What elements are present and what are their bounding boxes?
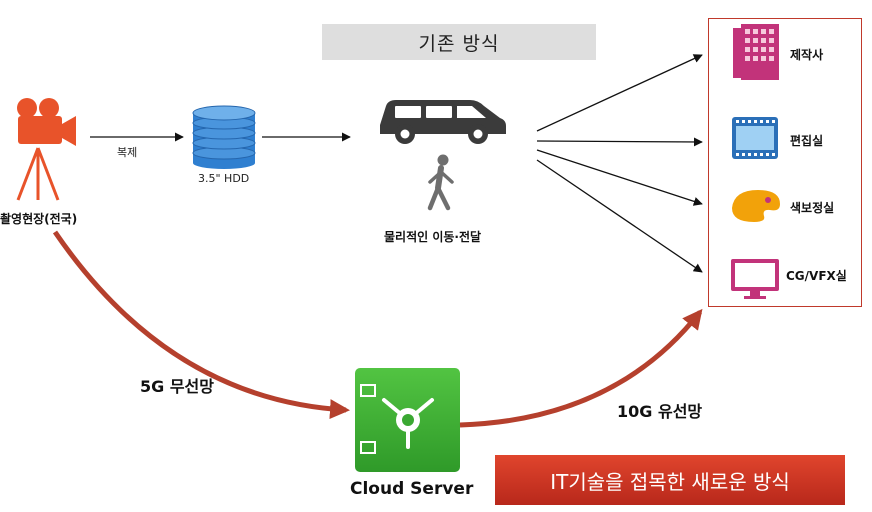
arrow-5g-wireless: [52, 230, 350, 420]
monitor-icon: [731, 259, 779, 299]
cloud-server-icon: [355, 368, 460, 472]
database-stack-icon: [192, 105, 256, 169]
physical-transport-label: 물리적인 이동·전달: [384, 230, 482, 244]
arrow-to-editing: [536, 137, 703, 147]
wireless-5g-label: 5G 무선망: [140, 377, 214, 396]
destination-cg-vfx-label: CG/VFX실: [786, 269, 847, 283]
film-strip-icon: [732, 117, 778, 159]
hdd-label: 3.5" HDD: [198, 172, 250, 185]
copy-label: 복제: [117, 146, 138, 159]
arrow-10g-wired: [459, 308, 703, 428]
building-icon: [733, 24, 779, 80]
arrow-to-cg-vfx: [536, 159, 703, 273]
color-palette-icon: [732, 190, 780, 222]
shooting-site-label: 촬영현장(전국): [0, 212, 78, 226]
wired-10g-label: 10G 유선망: [617, 402, 703, 421]
destination-editing-label: 편집실: [790, 134, 824, 148]
destinations-box: [708, 18, 862, 307]
movie-camera-icon: [16, 98, 76, 201]
destination-production-label: 제작사: [790, 48, 824, 62]
legacy-method-banner: 기존 방식: [322, 24, 596, 60]
new-method-banner: IT기술을 접목한 새로운 방식: [495, 455, 845, 505]
arrow-to-production: [536, 54, 703, 132]
arrow-to-color-grading: [536, 149, 703, 206]
destination-color-grading-label: 색보정실: [790, 201, 835, 215]
walking-person-icon: [427, 154, 454, 211]
car-icon: [380, 100, 506, 144]
cloud-server-label: Cloud Server: [350, 479, 474, 499]
